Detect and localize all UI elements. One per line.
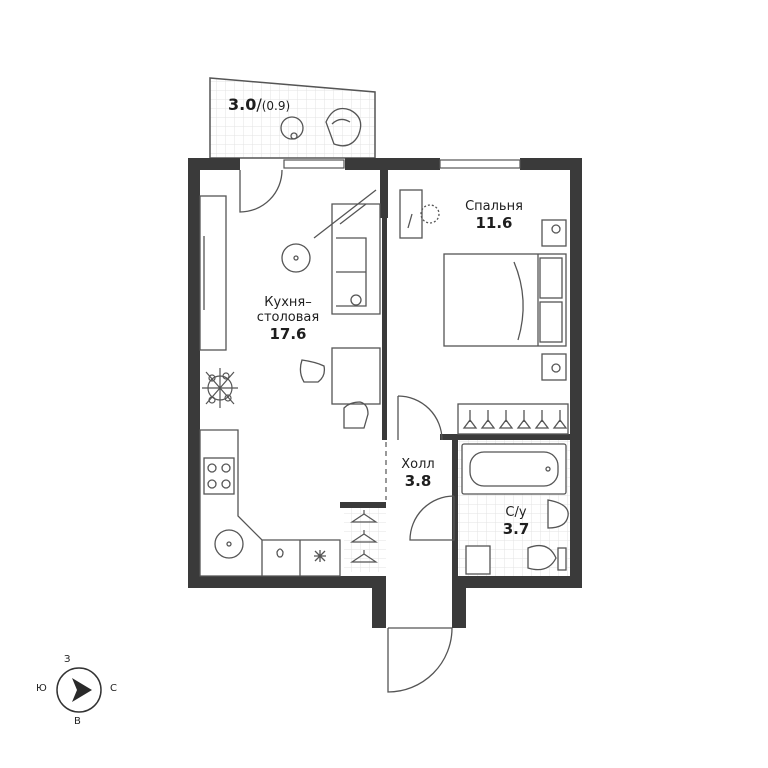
compass-south: Ю xyxy=(36,683,47,694)
windows xyxy=(283,159,521,169)
hall-area: 3.8 xyxy=(404,471,432,490)
compass-icon xyxy=(56,667,102,713)
compass-west: З xyxy=(64,654,71,665)
walls xyxy=(188,158,582,628)
bedroom-name: Спальня xyxy=(465,199,523,214)
kitchen-furniture xyxy=(199,189,381,577)
entrance-floor xyxy=(344,508,386,572)
kitchen-area: 17.6 xyxy=(269,324,307,343)
bedroom-label: Спальня 11.6 xyxy=(450,199,538,232)
balcony-area-reduced: (0.9) xyxy=(261,99,291,113)
hall-label: Холл 3.8 xyxy=(394,457,442,490)
compass-north: С xyxy=(110,683,117,694)
balcony-area-label: 3.0/(0.9) xyxy=(228,95,291,114)
wardrobe-hangers xyxy=(350,510,378,563)
compass-east: В xyxy=(74,716,81,727)
kitchen-name-line1: Кухня– xyxy=(264,295,312,310)
bathroom-fixtures xyxy=(461,443,569,575)
bathroom-area: 3.7 xyxy=(502,519,530,538)
bathroom-name: С/у xyxy=(505,505,527,520)
bathroom-label: С/у 3.7 xyxy=(494,505,538,538)
balcony xyxy=(209,77,376,159)
kitchen-name-line2: столовая xyxy=(256,309,320,325)
hall-name: Холл xyxy=(401,457,435,472)
balcony-table xyxy=(280,116,304,140)
doors xyxy=(239,169,455,693)
bedroom-furniture xyxy=(399,189,569,435)
plant-icon xyxy=(202,368,238,408)
balcony-chair xyxy=(325,107,362,147)
balcony-area: 3.0 xyxy=(228,95,257,114)
bedroom-area: 11.6 xyxy=(475,213,513,232)
kitchen-label: Кухня– столовая 17.6 xyxy=(238,295,338,343)
